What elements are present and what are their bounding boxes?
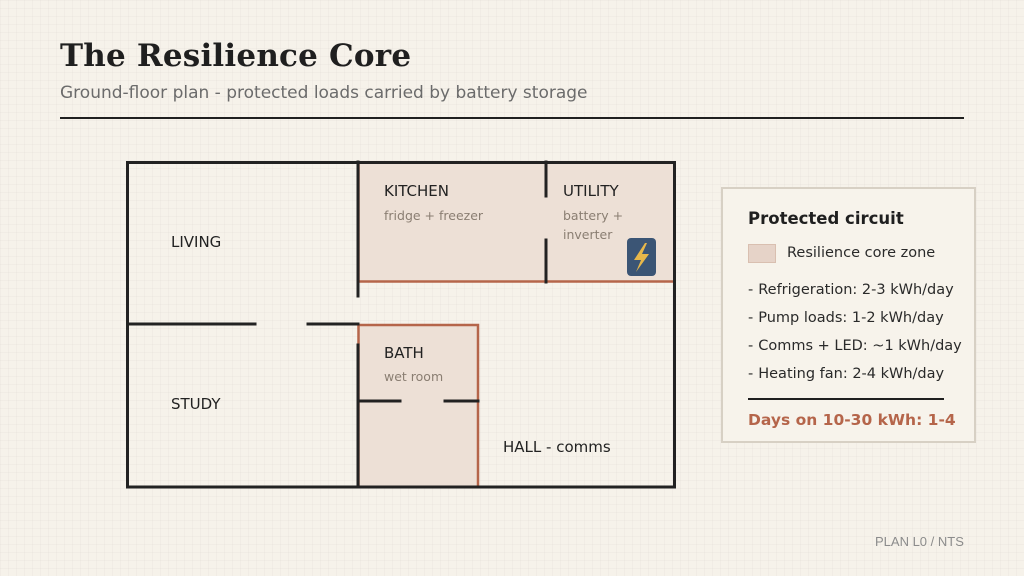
page-subtitle: Ground-floor plan - protected loads carr… [60,83,588,103]
lightning-bolt-icon [627,238,656,276]
legend-divider [748,398,944,400]
kitchen-core-zone [358,162,546,282]
legend-item-text: Pump loads: 1-2 kWh/day [758,310,944,326]
legend-item-bullet: - [748,310,754,326]
legend-item: -Heating fan: 2-4 kWh/day [748,366,944,382]
legend-title: Protected circuit [748,209,904,228]
bath-core-zone [358,325,478,487]
legend-item: -Pump loads: 1-2 kWh/day [748,310,944,326]
room-label-bath: BATH [384,344,424,362]
room-note-utility-line2: inverter [563,227,613,242]
room-label-utility: UTILITY [563,182,620,200]
room-label-living: LIVING [171,233,221,251]
legend-item: -Comms + LED: ~1 kWh/day [748,338,962,354]
legend-item: -Refrigeration: 2-3 kWh/day [748,282,954,298]
legend-item-text: Refrigeration: 2-3 kWh/day [758,282,954,298]
room-label-hall: HALL - comms [503,438,611,456]
legend-item-text: Comms + LED: ~1 kWh/day [758,338,962,354]
days-on-battery: Days on 10-30 kWh: 1-4 [748,411,956,429]
header-divider [60,117,964,119]
page-title: The Resilience Core [60,38,412,74]
plan-scale-label: PLAN L0 / NTS [875,534,964,549]
core-zone-label: Resilience core zone [787,245,936,261]
room-label-kitchen: KITCHEN [384,182,449,200]
legend-item-bullet: - [748,282,754,298]
legend-item-bullet: - [748,338,754,354]
room-note-bath: wet room [384,369,443,384]
room-note-kitchen: fridge + freezer [384,208,484,223]
room-label-study: STUDY [171,395,221,413]
legend-panel: Protected circuit Resilience core zone -… [721,187,976,443]
core-zone-swatch [748,244,776,263]
room-note-utility-line1: battery + [563,208,623,223]
walls [126,160,676,489]
legend-item-bullet: - [748,366,754,382]
legend-item-text: Heating fan: 2-4 kWh/day [758,366,945,382]
